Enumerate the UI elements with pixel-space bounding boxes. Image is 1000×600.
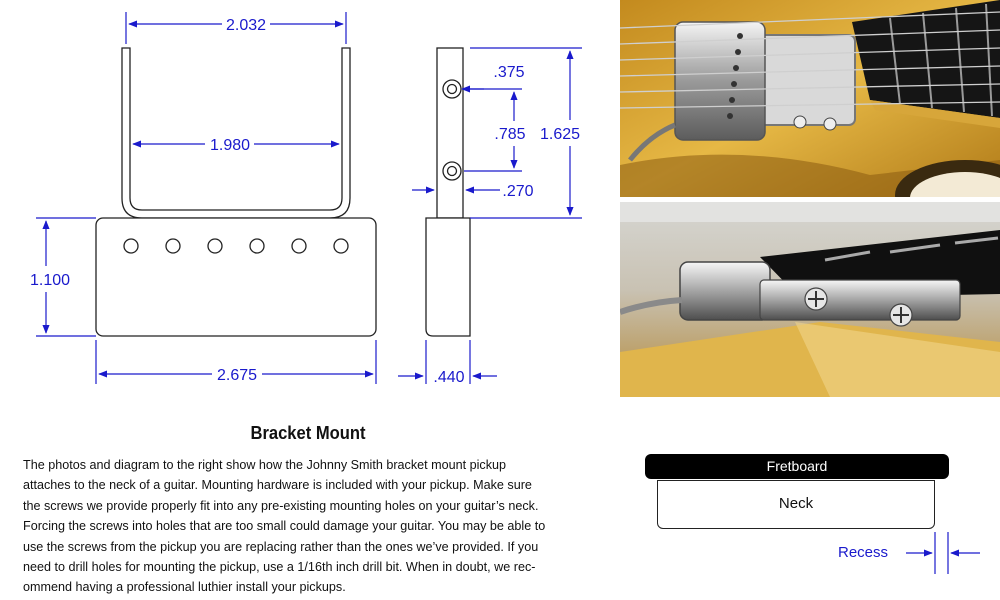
bracket-outline [121,47,351,219]
description-line: ommend having a professional luthier ins… [23,580,346,595]
fretboard-label: Fretboard [645,454,949,479]
pole-pieces [123,238,349,254]
recess-dimension [906,532,980,574]
description-line: the screws we provide properly fit into … [23,498,539,513]
bracket-side-view [436,47,464,219]
dim-hole-offset: .375 [493,64,524,81]
dim-pickup-depth: .440 [433,369,464,386]
description-line: The photos and diagram to the right show… [23,458,507,472]
description: The photos and diagram to the right show… [23,455,603,598]
photo-pickup-top [620,0,1000,197]
pickup-dimension-diagram: 2.032 1.980 1.100 2.675 .375 .785 1.625 … [30,12,582,386]
recess-label: Recess [838,544,889,561]
dim-pickup-height: 1.100 [30,272,70,289]
dim-hole-edge: .270 [502,183,533,200]
description-line: Forcing the screws into holes that are t… [23,519,546,534]
photo-bracket-side [620,202,1000,397]
dim-hole-spacing: .785 [494,126,525,143]
dim-bracket-inner: 1.980 [210,137,250,154]
pickup-front-view [95,217,377,337]
description-line: need to drill holes for mounting the pic… [23,560,536,575]
dim-pickup-length: 2.675 [217,367,257,384]
pickup-side-view [425,217,471,337]
dim-bracket-height: 1.625 [540,126,580,143]
section-title: Bracket Mount [250,423,366,443]
description-line: attaches to the neck of a guitar. Mounti… [23,478,532,493]
description-line: use the screws from the pickup you are r… [23,539,539,554]
neck-label: Neck [657,480,935,529]
dim-bracket-outer: 2.032 [226,17,266,34]
